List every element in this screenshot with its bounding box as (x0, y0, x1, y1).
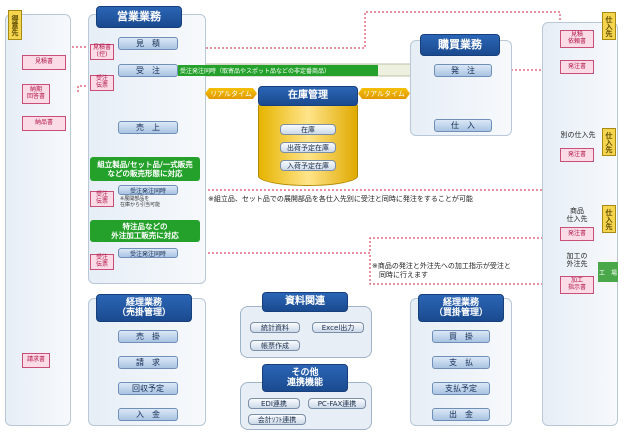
ap-step-3[interactable]: 支払予定 (432, 382, 490, 395)
po-doc-3: 発注書 (560, 227, 594, 241)
special-order-step[interactable]: 受注発注同時 (118, 248, 178, 258)
ap-step-2[interactable]: 支 払 (432, 356, 490, 369)
realtime-arrow-left: リアルタイム (205, 88, 257, 99)
other-supplier-tag: 仕入先 (602, 128, 616, 156)
link-pcfax[interactable]: PC-FAX連携 (308, 398, 366, 409)
special-header: 特注品などの 外注加工販売に対応 (90, 220, 200, 242)
quote-request-doc: 見積 依頼書 (560, 30, 594, 48)
inventory-outgoing[interactable]: 出荷予定在庫 (280, 142, 336, 153)
ap-step-1[interactable]: 買 掛 (432, 330, 490, 343)
purchase-order-step[interactable]: 発 注 (434, 64, 492, 77)
docs-statistics[interactable]: 統計資料 (250, 322, 300, 333)
inventory-cylinder (258, 96, 358, 186)
ar-step-1[interactable]: 売 掛 (118, 330, 178, 343)
realtime-arrow-right: リアルタイム (358, 88, 410, 99)
process-instruction-link (180, 252, 560, 285)
process-instruction-doc: 加工 指示書 (560, 276, 594, 294)
sales-header: 営業業務 (96, 6, 182, 28)
docs-header: 資料関連 (262, 292, 348, 312)
vendor-label: 加工の 外注先 (566, 252, 588, 269)
order-step[interactable]: 受 注 (118, 64, 178, 77)
docs-excel[interactable]: Excel出力 (312, 322, 364, 333)
po-doc: 発注書 (560, 60, 594, 74)
link-edi[interactable]: EDI連携 (248, 398, 300, 409)
quote-doc-link (69, 46, 90, 62)
assembly-note-text: ※組立品、セット品での展開部品を各仕入先別に受注と同時に発注をすることが可能 (208, 195, 473, 203)
special-note-text: ※商品の発注と外注先への加工指示が受注と 同時に行えます (372, 262, 511, 280)
purchase-receipt-step[interactable]: 仕 入 (434, 119, 492, 132)
quote-request-link (178, 11, 561, 49)
special-order-slip: 受注 伝票 (90, 254, 114, 270)
ap-step-4[interactable]: 出 金 (432, 408, 490, 421)
order-ack-doc: 納期 回答書 (22, 84, 50, 104)
customer-tag: 得意先 (8, 10, 22, 40)
ar-step-2[interactable]: 請 求 (118, 356, 178, 369)
link-accounting[interactable]: 会計ｿﾌﾄ連携 (248, 414, 306, 425)
invoice-doc: 請求書 (22, 353, 50, 368)
quote-doc: 見積書 (22, 55, 66, 70)
assembly-order-step[interactable]: 受注発注同時 (118, 185, 178, 195)
quote-copy-doc: 見積書 (控) (90, 44, 114, 60)
ar-step-4[interactable]: 入 金 (118, 408, 178, 421)
other-supplier-label: 別の仕入先 (560, 131, 596, 139)
ar-header: 経理業務 （売掛管理） (96, 294, 192, 322)
inventory-header: 在庫管理 (258, 86, 358, 106)
inventory-incoming[interactable]: 入荷予定在庫 (280, 160, 336, 171)
link-header: その他 連携機能 (262, 364, 348, 392)
factory-tag: 工 場 (598, 262, 618, 282)
ap-header: 経理業務 （買掛管理） (418, 294, 504, 322)
assembly-order-slip: 受注 伝票 (90, 191, 114, 207)
inventory-stock[interactable]: 在庫 (280, 124, 336, 135)
goods-supplier-tag: 仕入先 (602, 205, 616, 233)
assembly-note: ※展開部品を 在庫から引当可能 (120, 196, 161, 208)
assembly-po-link (180, 170, 586, 191)
supplier-tag: 仕入先 (602, 12, 616, 40)
estimate-step[interactable]: 見 積 (118, 37, 178, 50)
order-slip: 受注 伝票 (90, 75, 114, 91)
assembly-header: 組立製品/セット品/一式販売 などの販売形態に対応 (90, 157, 200, 181)
docs-forms[interactable]: 帳票作成 (250, 340, 300, 351)
goods-supplier-label: 商品 仕入先 (566, 207, 588, 224)
delivery-note-doc: 納品書 (22, 116, 66, 131)
special-po-link (180, 237, 560, 254)
order-ack-link (77, 85, 110, 93)
po-doc-2: 発注書 (560, 148, 594, 162)
sales-step[interactable]: 売 上 (118, 121, 178, 134)
ar-step-3[interactable]: 回収予定 (118, 382, 178, 395)
purchasing-header: 購買業務 (420, 34, 500, 56)
order-banner: 受注発注同時（取寄品やスポット品などの非定番商品） (178, 65, 378, 76)
